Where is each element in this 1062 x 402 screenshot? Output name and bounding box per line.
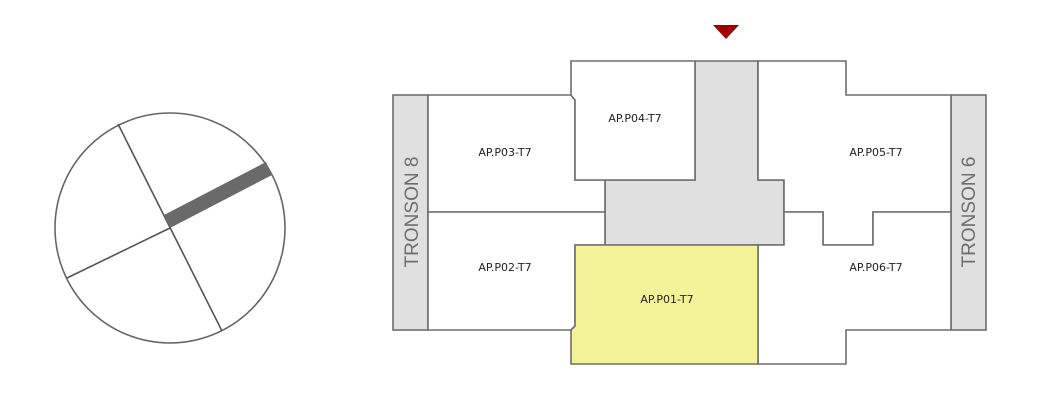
compass-axis-2 [66,227,171,279]
tronson-6-label: TRONSON 6 [959,157,980,268]
unit-p04[interactable]: AP.P04-T7 [570,60,696,181]
unit-p05[interactable]: AP.P05-T7 [757,60,952,246]
unit-p03-label: AP.P03-T7 [478,146,531,159]
neighbor-tronson-8: TRONSON 8 [392,94,429,331]
unit-p01-selected[interactable]: AP.P01-T7 [570,244,759,365]
unit-p05-label: AP.P05-T7 [849,146,902,159]
unit-p01-label: AP.P01-T7 [640,293,693,306]
unit-p06-label: AP.P06-T7 [849,261,902,274]
tronson-8-label: TRONSON 8 [402,157,423,268]
orientation-compass [54,112,286,344]
unit-p02-label: AP.P02-T7 [478,261,531,274]
neighbor-tronson-6: TRONSON 6 [950,94,987,331]
compass-highlight-ray [164,162,272,228]
entrance-arrow-icon [713,25,739,39]
unit-p04-label: AP.P04-T7 [608,112,661,125]
